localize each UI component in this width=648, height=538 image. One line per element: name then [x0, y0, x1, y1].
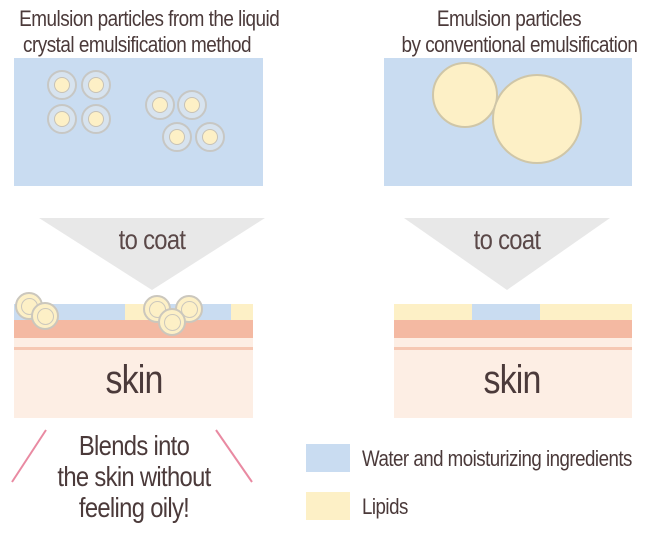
lc-surface-particle — [31, 302, 59, 330]
right-skin-base — [394, 338, 632, 418]
lc-particle — [177, 90, 207, 120]
callout-accent-lines — [11, 429, 253, 483]
lc-particle-cluster-2 — [145, 90, 231, 160]
left-skin-label: skin — [105, 358, 163, 402]
legend-lipids-swatch — [306, 492, 350, 520]
skin-line — [14, 347, 253, 350]
right-water-panel — [384, 58, 632, 186]
left-down-arrow — [39, 218, 265, 290]
lc-surface-particle — [158, 308, 186, 336]
legend-lipids-label: Lipids — [362, 494, 408, 519]
right-title: Emulsion particles by conventional emuls… — [401, 6, 638, 58]
right-title-line1: Emulsion particles — [436, 6, 582, 31]
left-water-panel — [14, 58, 263, 186]
right-surface-layer — [394, 304, 632, 320]
lipid-segment — [231, 304, 253, 320]
lc-particle — [195, 122, 225, 152]
left-arrow-label: to coat — [118, 224, 186, 255]
legend: Water and moisturizing ingredients Lipid… — [306, 442, 646, 522]
conventional-particle-medium — [432, 62, 498, 128]
conventional-particle-large — [492, 74, 582, 164]
legend-water-label: Water and moisturizing ingredients — [362, 446, 632, 471]
legend-water-swatch — [306, 444, 350, 472]
lc-particle-cluster-1 — [47, 70, 113, 140]
left-title: Emulsion particles from the liquid cryst… — [19, 6, 280, 58]
right-skin-label: skin — [483, 358, 541, 402]
lc-particle — [145, 90, 175, 120]
callout-line1: Blends into — [78, 430, 190, 461]
lipid-segment — [394, 304, 472, 320]
lipid-segment — [540, 304, 632, 320]
lc-particle — [81, 104, 111, 134]
lc-particle — [47, 104, 77, 134]
callout-text: Blends into the skin without feeling oil… — [49, 430, 219, 523]
left-title-line2: crystal emulsification method — [23, 32, 251, 57]
callout-line3: feeling oily! — [78, 492, 190, 523]
water-segment — [472, 304, 540, 320]
right-skin-top-layer — [394, 320, 632, 338]
callout-line2: the skin without — [57, 461, 211, 492]
left-title-line1: Emulsion particles from the liquid — [19, 6, 280, 31]
left-skin-top-layer — [14, 320, 253, 338]
right-title-line2: by conventional emulsification — [401, 32, 638, 57]
lc-particle — [81, 70, 111, 100]
skin-line — [394, 347, 632, 350]
left-skin-base — [14, 338, 253, 418]
lc-particle — [162, 122, 192, 152]
lc-particle — [47, 70, 77, 100]
right-down-arrow — [404, 218, 610, 290]
right-arrow-label: to coat — [473, 224, 541, 255]
